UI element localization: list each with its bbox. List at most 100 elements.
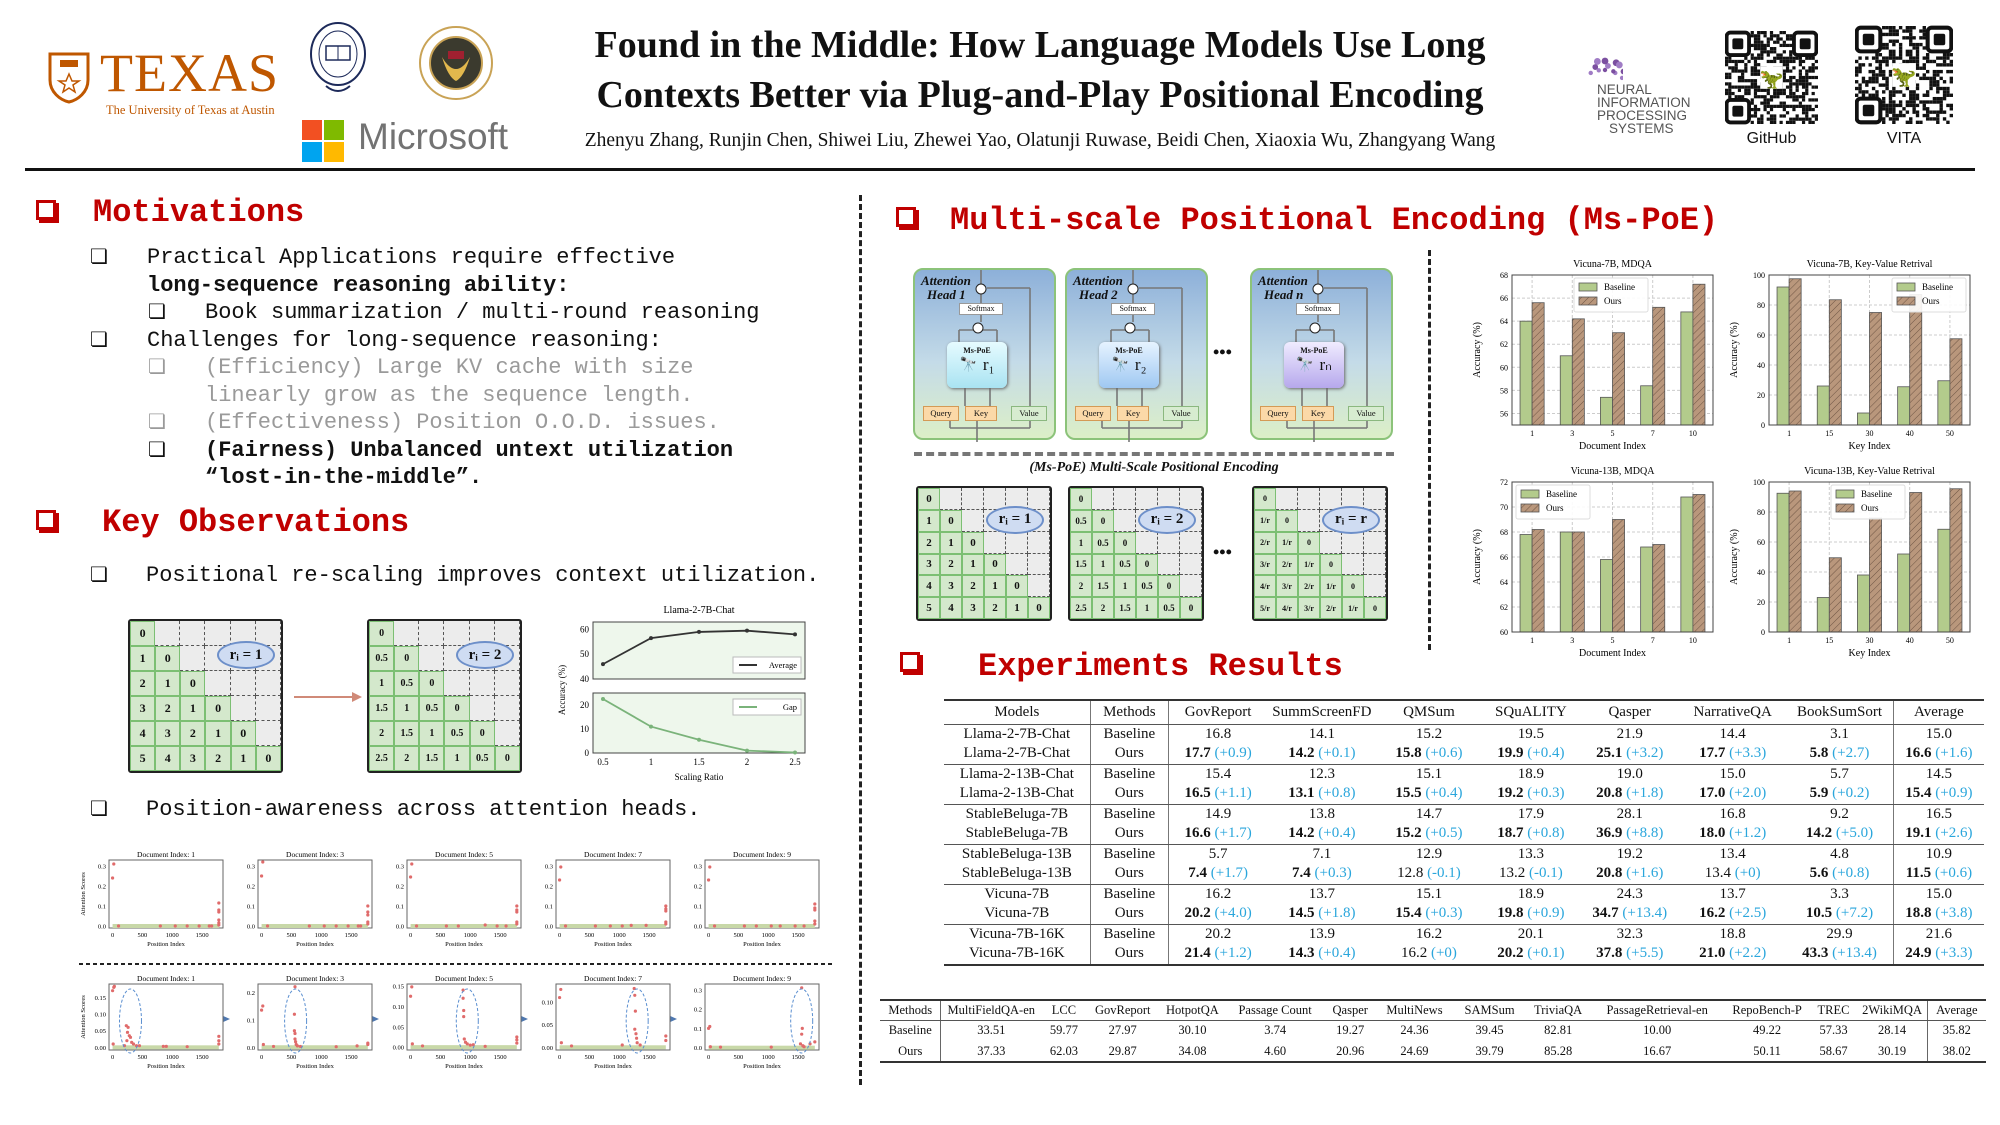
x-tick-label: 2	[745, 757, 750, 767]
qr-module	[1922, 66, 1926, 70]
attention-point	[294, 1040, 298, 1044]
y-tick-label: 60	[1500, 363, 1508, 372]
x-tick-label: 1	[1787, 429, 1791, 438]
attention-point	[366, 1041, 370, 1045]
method-name: Baseline	[1090, 884, 1169, 904]
neurips-dot	[1611, 69, 1616, 74]
score-cell: 20.8 (+1.6)	[1580, 864, 1680, 885]
legend-label: Baseline	[1861, 489, 1892, 499]
y-tick-label: 0.0	[396, 924, 404, 931]
qr-module	[1744, 79, 1748, 83]
matrix-cell: 1.5	[369, 696, 395, 721]
score-cell: 12.3	[1267, 764, 1376, 784]
method-name: Ours	[880, 1041, 942, 1062]
qr-code-icon[interactable]: 🦖	[1724, 30, 1819, 125]
telescope-icon: 🔭	[959, 357, 977, 373]
section-checkbox-icon	[900, 652, 920, 672]
attention-point	[126, 1025, 130, 1029]
qr-module	[1922, 93, 1926, 97]
qr-module	[1895, 56, 1899, 60]
qr-github[interactable]: 🦖 GitHub	[1724, 30, 1819, 148]
y-tick-label: 0.0	[98, 924, 106, 931]
score-cell: 24.69	[1400, 1043, 1429, 1058]
score-value: 37.8	[1596, 945, 1623, 961]
panel-title: Document Index: 1	[137, 850, 195, 859]
qr-module	[1744, 91, 1748, 96]
qr-module	[1878, 73, 1883, 77]
qr-module	[1785, 85, 1790, 89]
y-tick-label: 0.00	[542, 1045, 553, 1052]
qr-module	[1760, 40, 1764, 44]
matrix-cell: 5	[918, 597, 940, 619]
method-name: Ours	[1090, 824, 1169, 845]
qr-module	[1782, 88, 1786, 92]
qr-module	[1766, 104, 1770, 108]
qr-module	[1773, 47, 1777, 51]
qr-module	[1753, 56, 1758, 60]
score-value: 13.4	[1704, 865, 1731, 881]
qr-module	[1898, 110, 1903, 114]
x-axis-label: Position Index	[445, 941, 483, 948]
qr-module	[1795, 85, 1799, 89]
qr-module	[1922, 113, 1926, 118]
qr-module	[1942, 93, 1947, 97]
score-delta: (+1.6)	[1935, 745, 1973, 761]
qr-module	[1888, 107, 1893, 111]
qr-module	[1892, 93, 1896, 97]
y-tick-label: 0.2	[247, 884, 255, 891]
model-name: StableBeluga-13B	[944, 844, 1091, 864]
qr-module	[1785, 120, 1790, 124]
bar-baseline	[1519, 534, 1533, 633]
column-header: GovReport	[1168, 700, 1268, 725]
score-delta: (+0.4)	[1318, 825, 1356, 841]
qr-vita[interactable]: 🦖 VITA	[1854, 25, 1954, 148]
qr-module	[1769, 104, 1774, 108]
qr-module	[1750, 53, 1754, 57]
qr-module	[1753, 79, 1758, 83]
matrix-cell: 0	[1320, 553, 1342, 576]
score-value: 10.5	[1805, 905, 1833, 921]
score-cell: 18.7 (+0.8)	[1481, 824, 1581, 845]
qr-module	[1757, 34, 1761, 38]
matrix-cell: 0	[205, 696, 231, 721]
attention-point	[708, 1024, 712, 1029]
score-cell: 58.67	[1819, 1043, 1848, 1058]
ms-poe-label: Ms-PoE	[1115, 346, 1143, 355]
matrix-cell-masked	[1114, 488, 1136, 510]
matrix-cell-masked	[1364, 509, 1386, 532]
qr-module	[1801, 79, 1806, 83]
score-value: 20.8	[1596, 865, 1623, 881]
qr-module	[1902, 113, 1906, 118]
qr-module	[1789, 95, 1793, 99]
qr-module	[1909, 32, 1913, 37]
qr-module	[1925, 110, 1930, 114]
score-cell: 16.2 (+0)	[1376, 944, 1482, 965]
score-value: 24.9	[1905, 945, 1932, 961]
qr-module	[1728, 66, 1732, 70]
score-value: 7.4	[1188, 865, 1208, 881]
qr-module	[1892, 42, 1896, 47]
qr-module	[1915, 46, 1920, 50]
qr-module	[1919, 42, 1923, 47]
x-tick-label: 0	[409, 1054, 412, 1061]
qr-module	[1805, 56, 1809, 60]
matrix-cell: 5	[130, 746, 156, 771]
baseline-band	[410, 924, 517, 928]
attention-point	[754, 924, 758, 928]
score-cell: 13.7	[1267, 884, 1376, 904]
matrix-cell: 1.5	[419, 746, 445, 771]
ms-poe-label: Ms-PoE	[963, 346, 991, 355]
column-header: Qasper	[1580, 700, 1680, 725]
qr-module	[1766, 117, 1770, 121]
qr-module	[1902, 59, 1906, 64]
qr-code-icon[interactable]: 🦖	[1854, 25, 1954, 125]
matrix-cell: 0	[444, 696, 470, 721]
qr-module	[1757, 117, 1761, 121]
qr-module	[1932, 100, 1937, 104]
highlight-ellipse	[790, 988, 814, 1054]
qr-module	[1892, 53, 1896, 57]
x-axis-label: Position Index	[147, 1063, 185, 1070]
qr-module	[1773, 88, 1777, 92]
matrix-cell-masked	[1180, 531, 1202, 554]
